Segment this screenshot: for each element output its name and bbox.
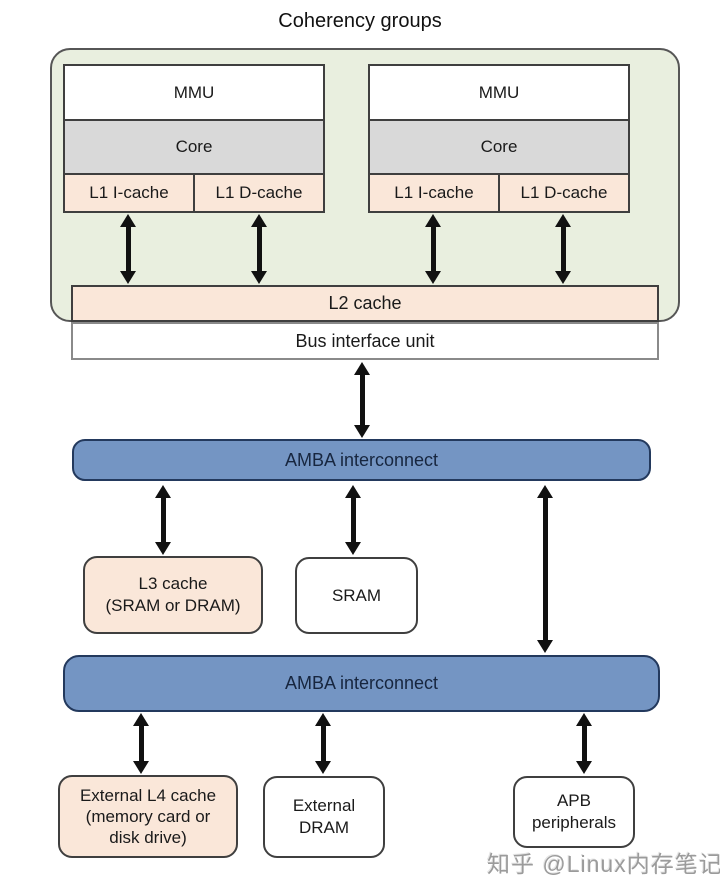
apb-line1: APB: [556, 791, 591, 810]
core-box: Core: [370, 119, 628, 173]
arrow-amba1-sram: [344, 485, 362, 555]
diagram-title: Coherency groups: [278, 10, 442, 32]
arrow-l1d1-l2: [250, 214, 268, 284]
external-l4-cache-box: External L4 cache (memory card or disk d…: [58, 775, 238, 858]
core-group-2: MMU Core L1 I-cache L1 D-cache: [368, 64, 630, 213]
core-box: Core: [65, 119, 323, 173]
l1-icache-box: L1 I-cache: [394, 183, 474, 202]
arrow-amba2-apb: [575, 713, 593, 774]
external-l4-line2: (memory card or: [85, 807, 211, 826]
core-group-1: MMU Core L1 I-cache L1 D-cache: [63, 64, 325, 213]
external-dram-line1: External: [292, 796, 356, 815]
amba-interconnect-2: AMBA interconnect: [63, 655, 660, 712]
arrow-amba2-dram: [314, 713, 332, 774]
l1-row: L1 I-cache L1 D-cache: [65, 173, 323, 211]
external-dram-line2: DRAM: [298, 818, 350, 837]
apb-peripherals-box: APB peripherals: [513, 776, 635, 848]
arrow-amba2-l4: [132, 713, 150, 774]
arrow-amba1-l3: [154, 485, 172, 555]
l1-icache-box: L1 I-cache: [89, 183, 169, 202]
mmu-box: MMU: [370, 66, 628, 119]
external-dram-box: External DRAM: [263, 776, 385, 858]
l1-dcache-box: L1 D-cache: [498, 175, 628, 211]
arrow-amba1-amba2: [536, 485, 554, 653]
mmu-box: MMU: [65, 66, 323, 119]
amba-interconnect-1: AMBA interconnect: [72, 439, 651, 481]
l2-cache-bar: L2 cache: [71, 285, 659, 322]
external-l4-line1: External L4 cache: [79, 786, 217, 805]
external-l4-line3: disk drive): [109, 828, 187, 847]
l1-dcache-box: L1 D-cache: [193, 175, 323, 211]
apb-line2: peripherals: [531, 813, 617, 832]
watermark-text: 知乎 @Linux内存笔记: [487, 851, 720, 877]
l3-cache-line1: L3 cache: [138, 574, 208, 593]
l3-cache-line2: (SRAM or DRAM): [105, 596, 241, 615]
l3-cache-box: L3 cache (SRAM or DRAM): [83, 556, 263, 634]
bus-interface-unit-bar: Bus interface unit: [71, 322, 659, 360]
arrow-l1i1-l2: [119, 214, 137, 284]
sram-box: SRAM: [295, 557, 418, 634]
arrow-bus-amba1: [353, 362, 371, 438]
arrow-l1i2-l2: [424, 214, 442, 284]
arrow-l1d2-l2: [554, 214, 572, 284]
l1-row: L1 I-cache L1 D-cache: [370, 173, 628, 211]
